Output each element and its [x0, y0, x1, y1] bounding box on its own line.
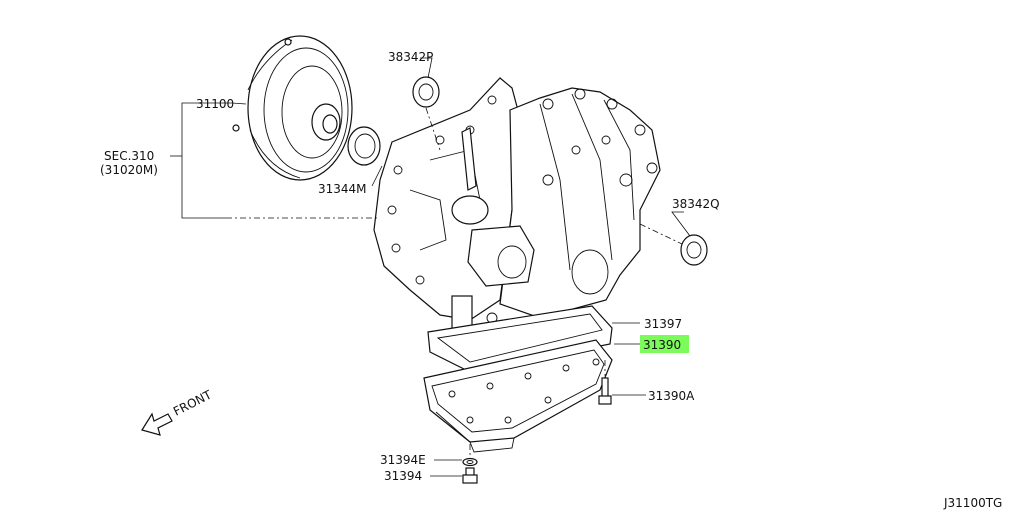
leader-lines — [170, 57, 691, 477]
front-arrow-icon: FRONT — [141, 387, 214, 436]
part-highlight — [640, 335, 689, 353]
oil-seal-38342p[interactable] — [412, 76, 440, 108]
label-31344m[interactable]: 31344M — [318, 182, 367, 196]
oil-seal-38342q[interactable] — [680, 234, 708, 266]
drain-plug[interactable] — [462, 467, 478, 484]
label-31100[interactable]: 31100 — [196, 97, 234, 111]
torque-converter[interactable] — [232, 35, 353, 181]
label-31020m[interactable]: (31020M) — [100, 163, 158, 177]
label-31397[interactable]: 31397 — [644, 317, 682, 331]
oil-seal-31344m[interactable] — [347, 126, 381, 166]
front-label: FRONT — [171, 387, 214, 418]
oil-pan-bolt[interactable] — [598, 377, 612, 405]
oil-pan-gasket[interactable] — [427, 305, 613, 373]
label-31394[interactable]: 31394 — [384, 469, 422, 483]
label-38342q[interactable]: 38342Q — [672, 197, 720, 211]
label-38342p[interactable]: 38342P — [388, 50, 433, 64]
drain-plug-washer[interactable] — [462, 457, 478, 467]
label-31390a[interactable]: 31390A — [648, 389, 695, 403]
diagram-code: J31100TG — [943, 496, 1002, 510]
oil-pan[interactable] — [423, 339, 613, 453]
transaxle-case[interactable] — [373, 77, 661, 356]
label-31390[interactable]: 31390 — [643, 338, 681, 352]
label-31394e[interactable]: 31394E — [380, 453, 426, 467]
label-sec-310[interactable]: SEC.310 — [104, 149, 154, 163]
